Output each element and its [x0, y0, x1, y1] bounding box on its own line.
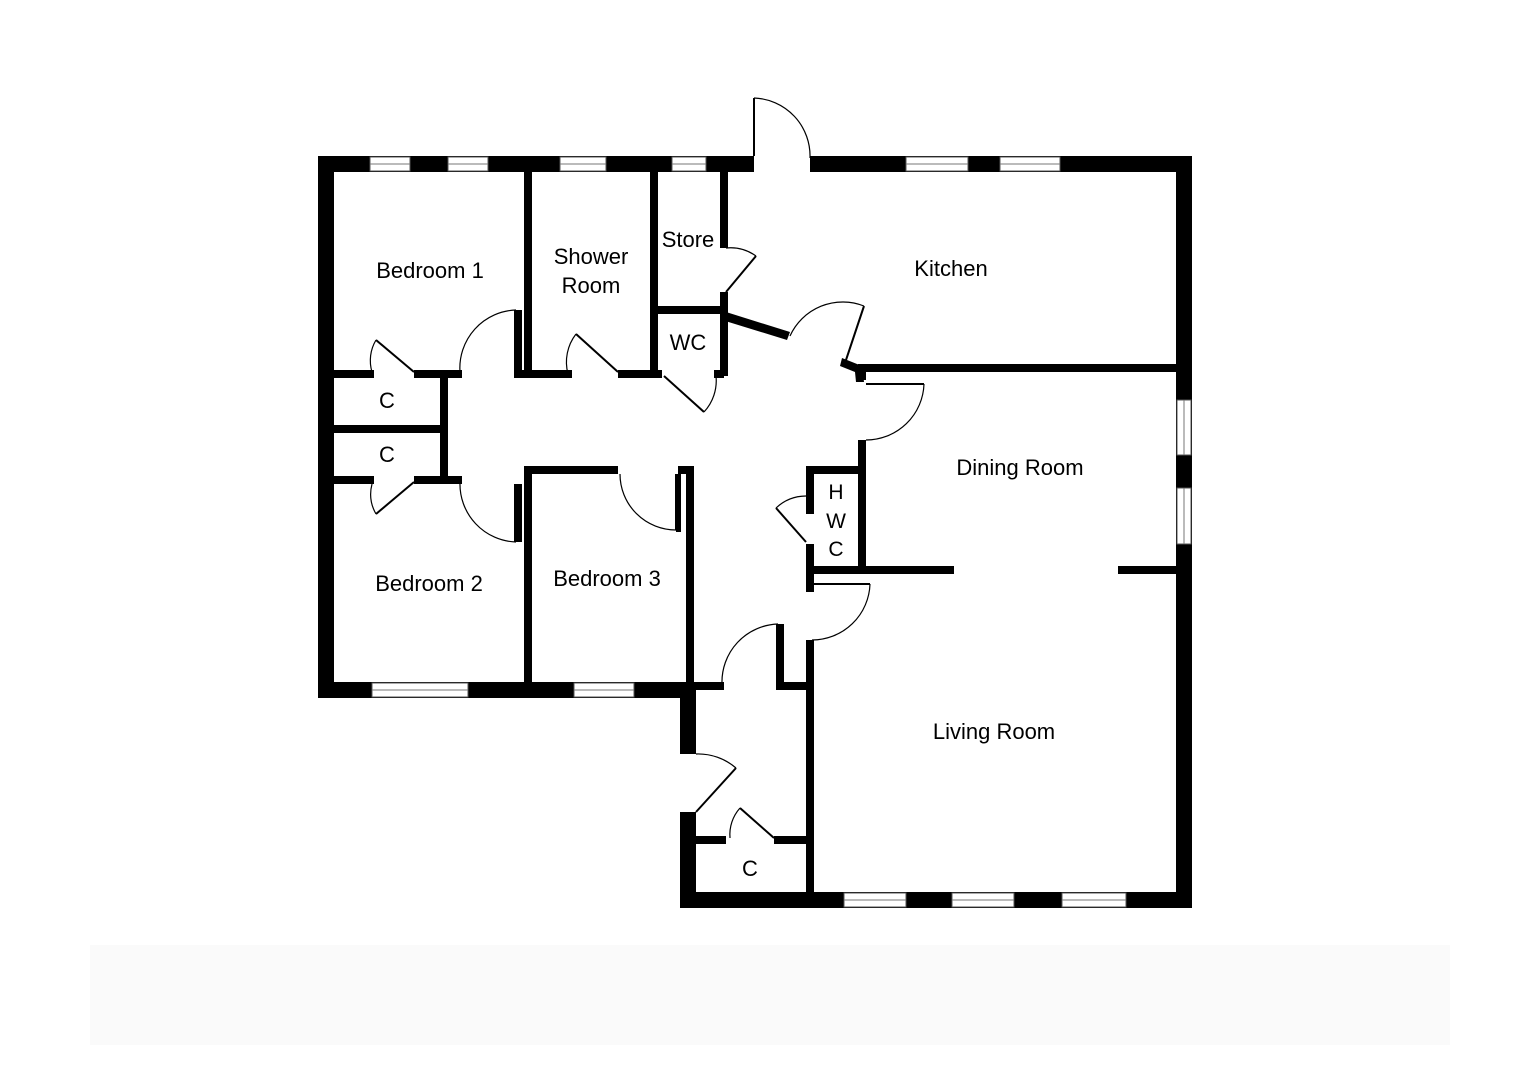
room-labels: Bedroom 1 Shower Room Store Kitchen WC C…: [375, 227, 1083, 881]
windows: [369, 156, 1192, 908]
label-wc: WC: [670, 330, 707, 355]
label-shower-line2: Room: [562, 273, 621, 298]
label-bedroom-2: Bedroom 2: [375, 571, 483, 596]
label-cupboard-bottom: C: [742, 856, 758, 881]
label-hwc-h: H: [828, 481, 843, 504]
doors: [369, 97, 925, 839]
label-bedroom-1: Bedroom 1: [376, 258, 484, 283]
label-hwc-w: W: [826, 510, 846, 533]
floor-shadow: [90, 945, 1450, 1045]
label-shower-line1: Shower: [554, 244, 629, 269]
label-hwc-c: C: [828, 538, 843, 561]
label-cupboard-top: C: [379, 388, 395, 413]
label-cupboard-mid: C: [379, 442, 395, 467]
label-bedroom-3: Bedroom 3: [553, 566, 661, 591]
label-dining-room: Dining Room: [956, 455, 1083, 480]
label-living-room: Living Room: [933, 719, 1055, 744]
label-kitchen: Kitchen: [914, 256, 987, 281]
interior-walls: [330, 168, 1178, 902]
label-store: Store: [662, 227, 715, 252]
